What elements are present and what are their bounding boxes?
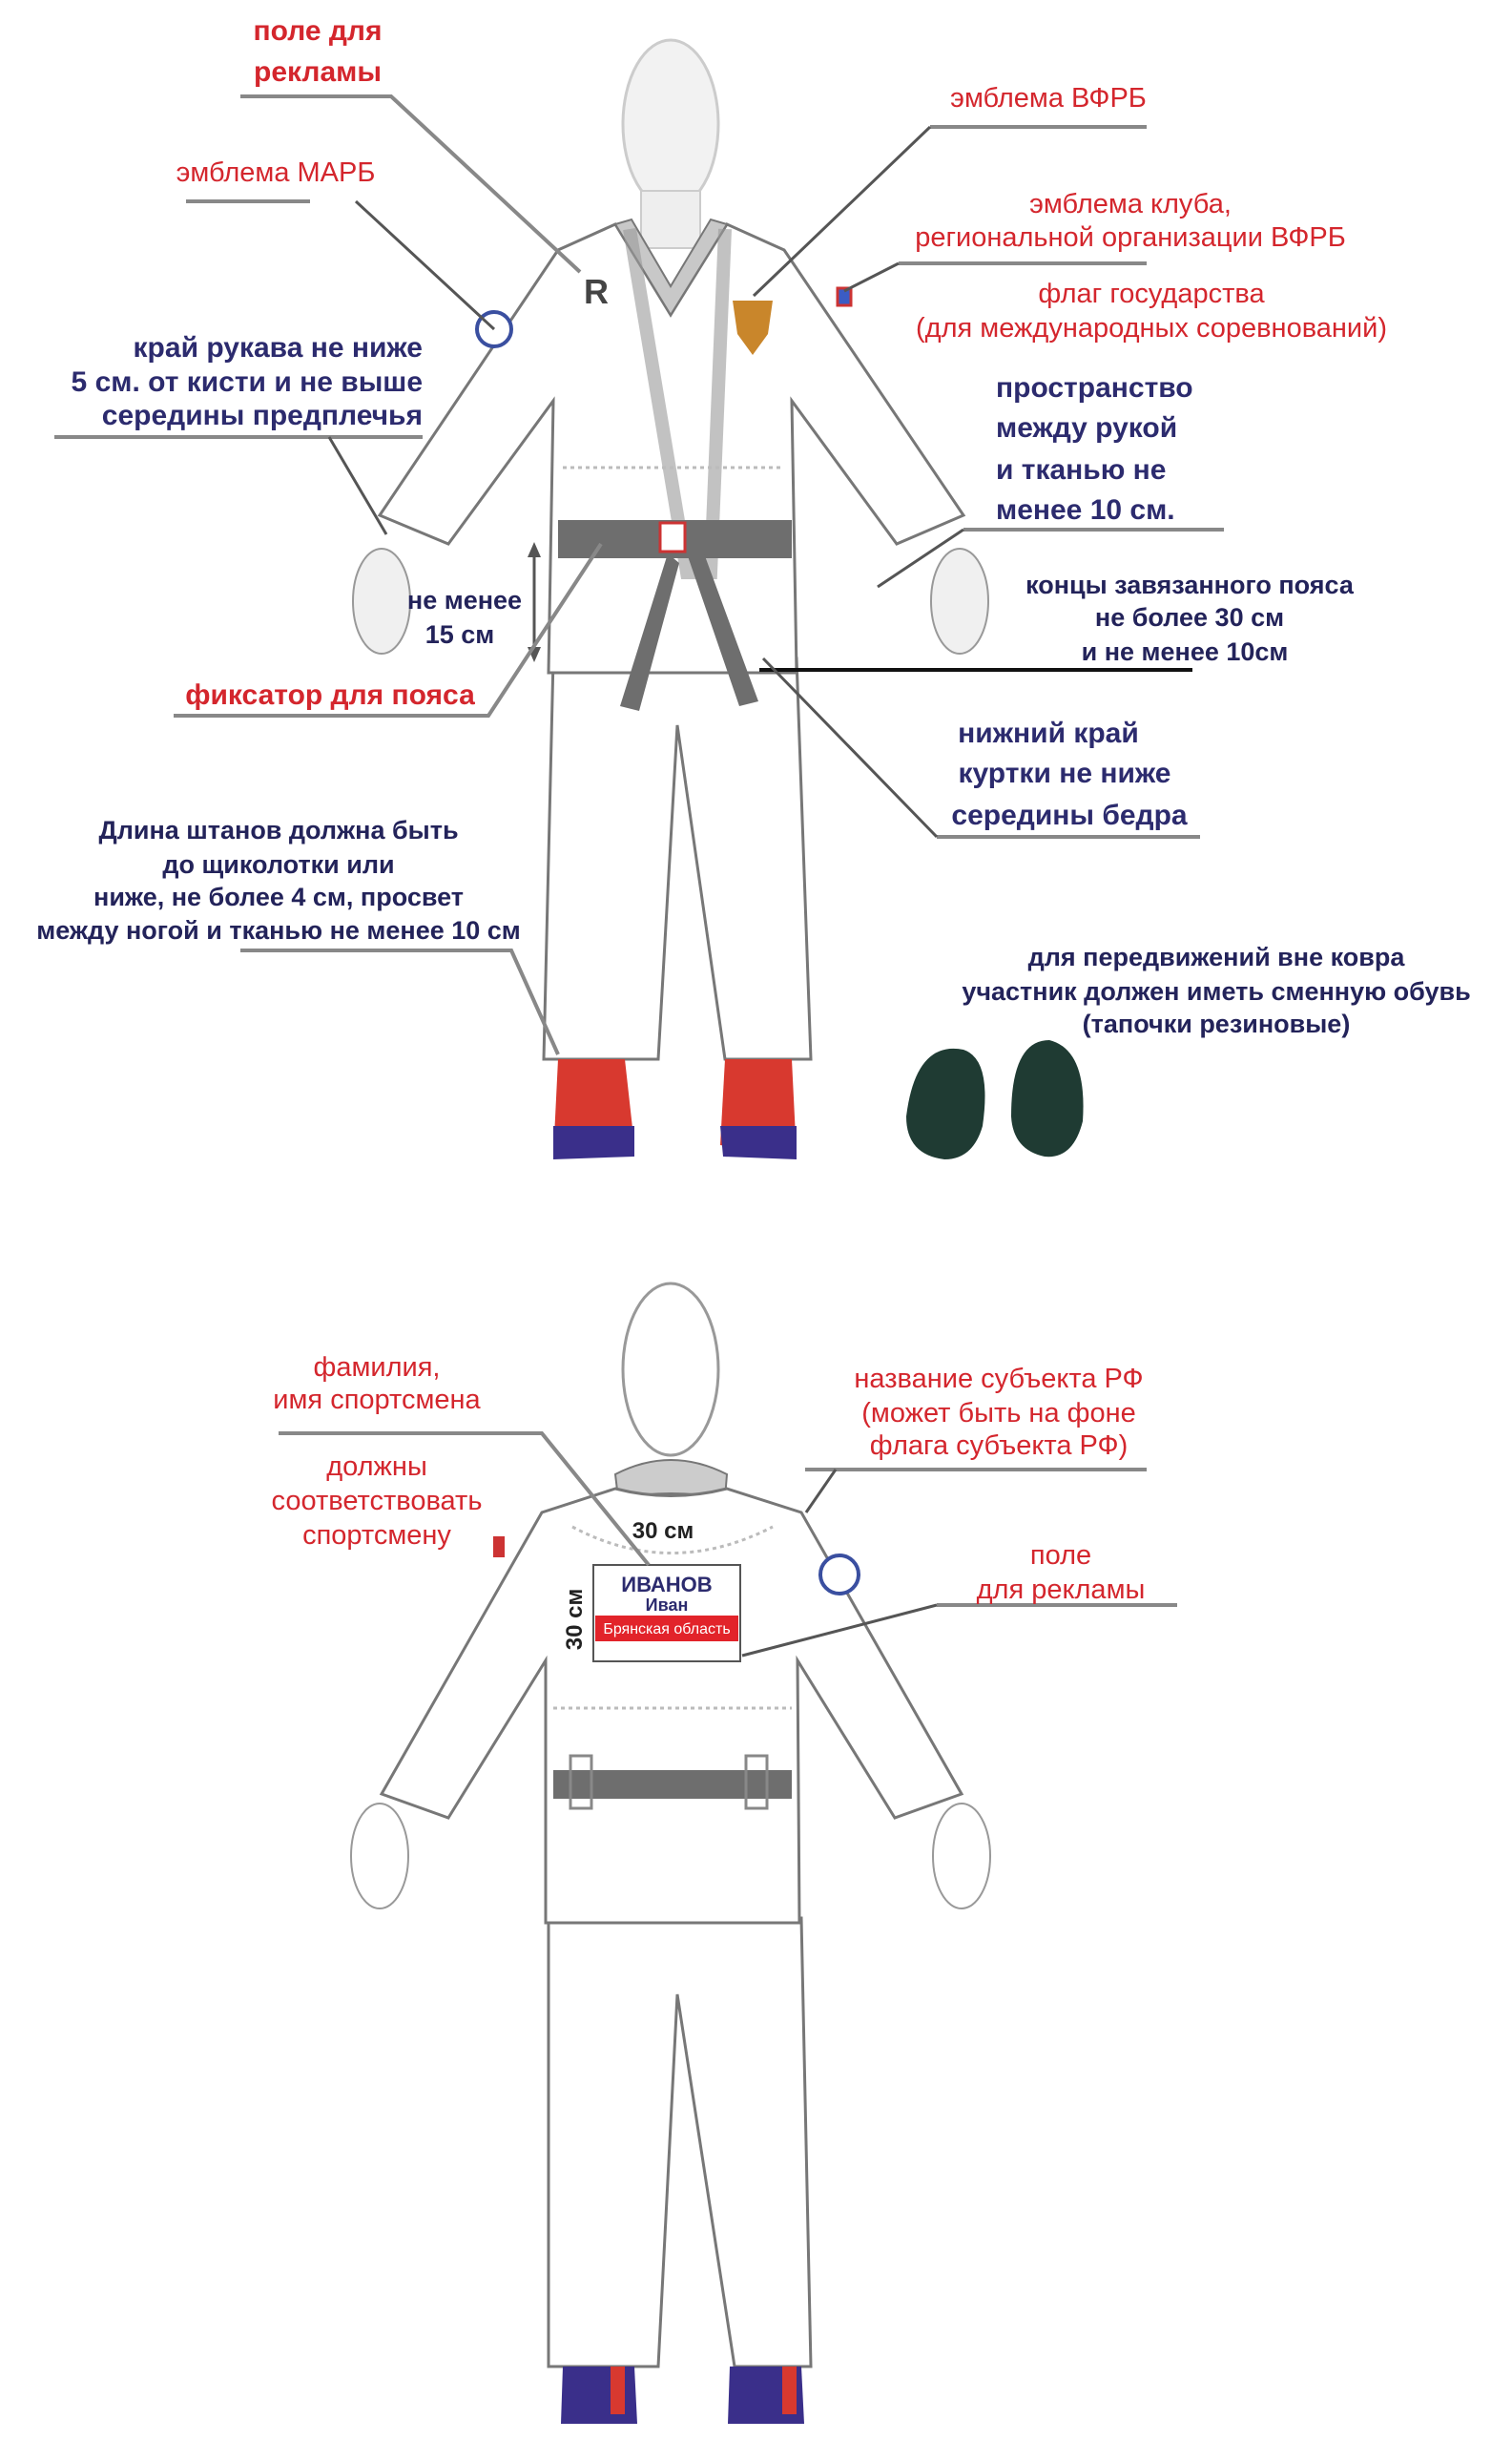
jacket-bottom-label: нижний край	[958, 718, 1139, 749]
patch-height-label: 30 см	[562, 1589, 588, 1650]
pants-length-label: ниже, не более 4 см, просвет	[93, 883, 464, 911]
front-labels: поле для рекламы эмблема МАРБ эмблема ВФ…	[36, 15, 1470, 1038]
back-labels: фамилия, имя спортсмена должны соответст…	[272, 1352, 1146, 1605]
sleeve-edge-label: край рукава не ниже	[134, 332, 423, 364]
club-emblem-label: региональной организации ВФРБ	[915, 222, 1346, 253]
sleeve-edge-label: середины предплечья	[102, 400, 423, 431]
collar	[613, 218, 729, 317]
right-hand	[930, 548, 989, 655]
patch-region: Брянская область	[603, 1621, 730, 1637]
state-flag-label: флаг государства	[1038, 279, 1265, 309]
arm-space-label: и тканью не	[996, 454, 1167, 486]
pants-length-label: до щиколотки или	[162, 850, 394, 879]
region-label: название субъекта РФ	[854, 1364, 1143, 1394]
state-flag-label: (для международных соревнований)	[916, 313, 1387, 344]
back-ad-field-label: поле	[1030, 1540, 1091, 1571]
pants	[542, 657, 813, 1061]
back-leader-lines	[279, 1431, 1177, 1658]
wrestling-shoes	[553, 1059, 797, 1159]
patch-width-label: 30 см	[632, 1518, 694, 1544]
belt-lock	[658, 521, 687, 553]
belt-ends-label: концы завязанного пояса	[1025, 571, 1355, 599]
must-match-label: соответствовать	[272, 1486, 483, 1516]
region-label: флага субъекта РФ)	[870, 1430, 1129, 1461]
back-ad-field-label: для рекламы	[977, 1575, 1146, 1605]
must-match-label: должны	[326, 1451, 427, 1482]
must-match-label: спортсмену	[302, 1520, 451, 1551]
name-label: фамилия,	[313, 1352, 440, 1383]
patch-surname: ИВАНОВ	[621, 1573, 712, 1596]
ad-field-label: поле для	[254, 15, 383, 47]
belt-lock-label: фиксатор для пояса	[185, 679, 475, 711]
slippers-label: участник должен иметь сменную обувь	[962, 977, 1470, 1006]
name-label: имя спортсмена	[273, 1385, 481, 1415]
club-emblem-label: эмблема клуба,	[1029, 189, 1232, 219]
right-hand	[932, 1803, 991, 1909]
arm-space-label: пространство	[996, 372, 1193, 404]
pants-length-label: Длина штанов должна быть	[98, 816, 458, 845]
region-label: (может быть на фоне	[861, 1398, 1136, 1429]
rubber-slippers	[906, 1040, 1084, 1159]
front-figure: R	[352, 38, 989, 1159]
marb-emblem-label: эмблема МАРБ	[176, 157, 376, 188]
mannequin-head	[621, 38, 720, 210]
ad-field-label: рекламы	[254, 56, 382, 88]
vfrb-emblem-label: эмблема ВФРБ	[950, 83, 1147, 114]
back-figure: ИВАНОВ Иван Брянская область 30 см 30 см	[350, 1282, 991, 2424]
back-patch: ИВАНОВ Иван Брянская область 30 см 30 см	[562, 1518, 741, 1662]
left-hand	[350, 1803, 409, 1909]
slippers-label: (тапочки резиновые)	[1083, 1010, 1351, 1038]
marb-emblem-icon	[818, 1554, 860, 1595]
jacket-bottom-label: середины бедра	[951, 800, 1188, 831]
front-leader-lines	[54, 94, 1224, 1055]
ad-logo-icon: R	[584, 272, 609, 311]
belt	[553, 1770, 792, 1799]
left-hand	[352, 548, 411, 655]
arm-space-label: между рукой	[996, 412, 1177, 444]
state-flag-icon	[493, 1536, 505, 1557]
belt-ends-label: не более 30 см	[1095, 603, 1284, 632]
jacket-bottom-label: куртки не ниже	[959, 758, 1171, 789]
mannequin-head	[621, 1282, 720, 1457]
sleeve-edge-label: 5 см. от кисти и не выше	[72, 366, 423, 398]
wrestling-shoes	[561, 2367, 804, 2424]
pants-length-label: между ногой и тканью не менее 10 см	[36, 916, 521, 945]
arm-space-label: менее 10 см.	[996, 494, 1175, 526]
min-15-label: 15 см	[425, 620, 495, 649]
pants	[547, 1916, 813, 2368]
jacket	[379, 1487, 964, 1925]
belt-ends-label: и не менее 10см	[1082, 637, 1289, 666]
state-flag-icon	[836, 286, 853, 307]
patch-first-name: Иван	[646, 1595, 689, 1615]
slippers-label: для передвижений вне ковра	[1028, 943, 1406, 971]
min-15-label: не менее	[407, 586, 522, 615]
vfrb-emblem-icon	[733, 301, 773, 355]
